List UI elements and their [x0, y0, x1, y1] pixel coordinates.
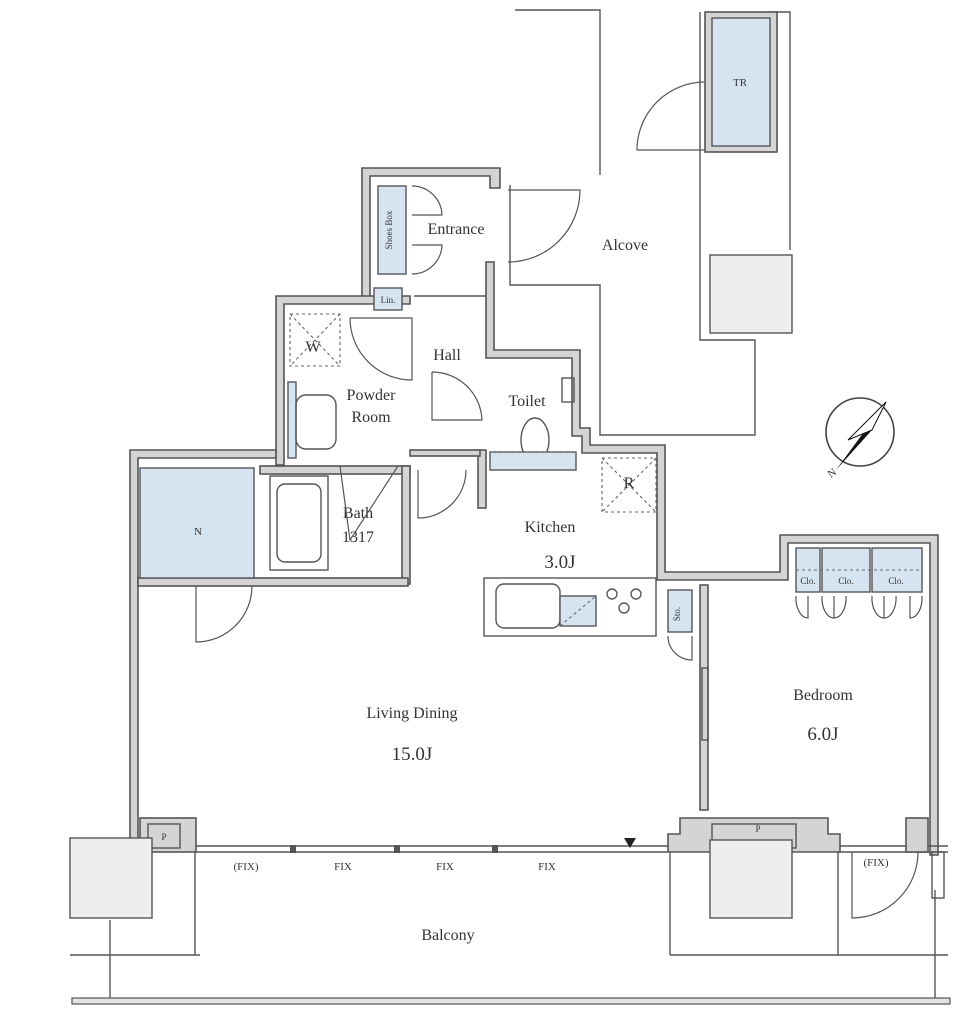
shoes-box: Shoes Box: [377, 185, 407, 275]
bedroom-label: Bedroom: [793, 687, 853, 704]
kitchen-label: Kitchen: [525, 519, 576, 536]
shoes-box-label: Shoes Box: [384, 210, 394, 249]
fix-paren-left: (FIX): [233, 861, 258, 873]
p-label-left: P: [161, 832, 166, 842]
tr-label: TR: [733, 77, 748, 89]
outdoor-unit-left: [69, 837, 153, 919]
fix-paren-right: (FIX): [863, 857, 888, 869]
alcove-label: Alcove: [602, 237, 648, 254]
kitchen-counter: [483, 577, 657, 637]
bath-frame: [269, 475, 329, 571]
entrance-label: Entrance: [428, 221, 485, 238]
clo-label-3: Clo.: [888, 576, 903, 586]
balcony-label: Balcony: [421, 927, 474, 944]
toilet-label: Toilet: [508, 393, 546, 410]
refrigerator-space: [601, 457, 657, 513]
fix-label-3: FIX: [538, 861, 556, 873]
trunk-room: TR: [636, 11, 778, 153]
clo-label-1: Clo.: [800, 576, 815, 586]
window-wall: [195, 838, 948, 853]
bath-label-1: Bath: [343, 505, 373, 522]
living-dining-label: Living Dining: [366, 705, 457, 722]
exterior-walls: [129, 167, 939, 856]
bedroom-sliding-door: [701, 667, 709, 741]
r-label: R: [624, 475, 635, 492]
n-label: N: [194, 526, 202, 538]
kitchen-size: 3.0J: [544, 552, 575, 573]
compass: N: [825, 397, 895, 481]
p-label-right: P: [755, 824, 760, 834]
powder-room-label-1: Powder: [347, 387, 397, 404]
sto-label: Sto.: [672, 607, 682, 621]
clo-label-2: Clo.: [838, 576, 853, 586]
toilet-tank: [561, 377, 575, 403]
bath-label-2: 1317: [342, 529, 374, 546]
toilet-floor-strip: [489, 451, 577, 471]
living-dining-size: 15.0J: [392, 744, 433, 765]
fix-label-1: FIX: [334, 861, 352, 873]
w-label: W: [305, 339, 321, 356]
bedroom-closets: Clo. Clo. Clo.: [795, 547, 923, 619]
powder-room-label-2: Room: [351, 409, 391, 426]
compass-north-label: N: [826, 466, 839, 480]
lin-label: Lin.: [381, 295, 396, 305]
vanity-counter: [287, 381, 297, 459]
n-room: N: [139, 467, 255, 579]
fix-label-2: FIX: [436, 861, 454, 873]
bedroom-size: 6.0J: [807, 724, 838, 745]
outdoor-unit-right: [709, 839, 793, 919]
linen-closet: Lin.: [373, 287, 403, 311]
bathtub: [276, 483, 322, 563]
sink: [295, 394, 337, 450]
washer-space: [289, 313, 341, 367]
storage: Sto.: [667, 589, 693, 633]
shaft-box: [709, 254, 793, 334]
hall-label: Hall: [433, 347, 461, 364]
